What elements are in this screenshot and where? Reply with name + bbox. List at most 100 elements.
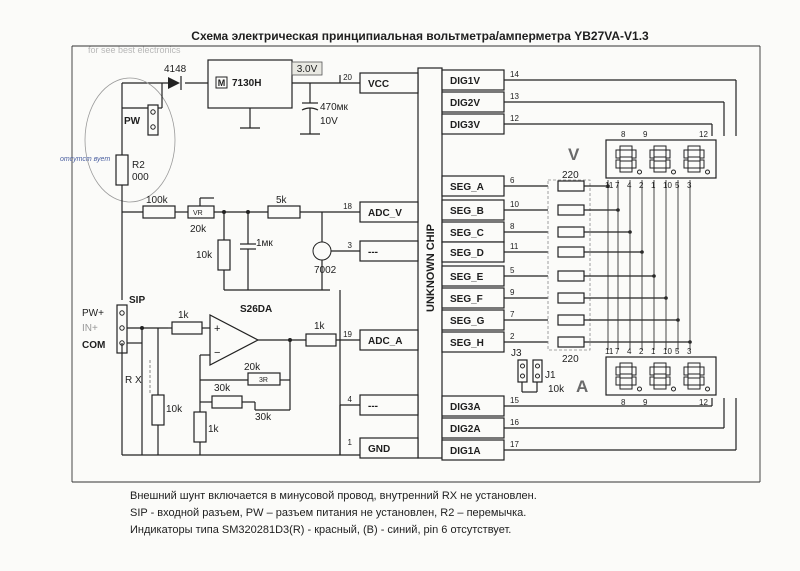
note-line-3: Индикаторы типа SM320281D3(R) - красный,…	[130, 524, 511, 536]
resistor-10k-j-label: 10k	[548, 384, 565, 395]
display-pin-number: 10	[663, 181, 672, 190]
chip-right-pins: DIG1V14DIG2V13DIG3V12SEG_A6SEG_B10SEG_C8…	[441, 69, 548, 461]
segment-g	[653, 156, 667, 162]
cap-value: 470мк	[320, 102, 349, 113]
chip-pin-label: ADC_A	[368, 336, 402, 347]
chip-pin-number: 15	[510, 396, 519, 405]
chip-pin-label: VCC	[368, 79, 389, 90]
pw-plus-label: PW+	[82, 308, 104, 319]
chip-pin-seg-h: SEG_H2	[441, 331, 548, 353]
display-pin-number: 11	[605, 347, 614, 356]
segment-e	[649, 159, 655, 169]
segment-e	[683, 376, 689, 386]
resistor-1k-gnd	[193, 411, 207, 443]
resistor-10k-a	[151, 394, 165, 426]
segment-e	[649, 376, 655, 386]
display-pin-number: 9	[643, 398, 648, 407]
j3-label: J3	[511, 348, 522, 359]
regulator-logo: M	[218, 78, 226, 88]
segment-c	[699, 376, 705, 386]
chip-pin-label: DIG3A	[450, 402, 481, 413]
segment-d	[619, 384, 633, 390]
display-pin-number: 8	[621, 398, 626, 407]
jumper-section: J3 J1 10k	[511, 348, 565, 395]
feedback-20k-label: 20k	[244, 362, 261, 373]
display-pin-number: 7	[615, 181, 620, 190]
chip-pin-seg-f: SEG_F9	[441, 287, 548, 309]
in-plus-label: IN+	[82, 323, 98, 334]
opamp-label: S26DA	[240, 304, 272, 315]
trimmer-label: VR	[193, 210, 203, 217]
segment-b	[699, 366, 705, 376]
chip-pin-number: 3	[348, 241, 353, 250]
chip-pin-adc-a-19: ADC_A19	[343, 329, 419, 351]
segment-e	[615, 376, 621, 386]
chip-pin-number: 20	[343, 73, 352, 82]
feedback-3r	[247, 372, 281, 386]
segment-resistor-220	[557, 246, 585, 258]
segment-a	[653, 145, 667, 151]
diode-label: 4148	[164, 64, 187, 75]
segment-resistor-array: 220 220	[547, 170, 692, 365]
segment-e	[615, 159, 621, 169]
resistor-1k-gnd-label: 1k	[208, 424, 220, 435]
vout-label: 3.0V	[297, 64, 318, 75]
display-v-label: V	[568, 145, 580, 164]
chip-pin-label: ---	[368, 247, 378, 258]
segment-resistor-220	[557, 314, 585, 326]
jumper-j3	[517, 359, 528, 383]
segment-e	[683, 159, 689, 169]
chip-pin-number: 12	[510, 114, 519, 123]
r2-resistor	[115, 154, 129, 186]
chip-pin-label: SEG_F	[450, 294, 483, 305]
chip-pin-seg-c: SEG_C8	[441, 221, 548, 243]
display-a-label: A	[576, 377, 588, 396]
chip-pin-number: 7	[510, 310, 515, 319]
chip-pin-seg-g: SEG_G7	[441, 309, 548, 331]
display-pin-number: 8	[621, 130, 626, 139]
segment-dp	[671, 169, 676, 175]
segment-c	[699, 159, 705, 169]
display-pin-number: 3	[687, 181, 692, 190]
segment-a	[687, 145, 701, 151]
segment-f	[649, 149, 655, 159]
regulator-logo-icon	[215, 76, 228, 89]
segment-resistor-220	[557, 180, 585, 192]
digit-wiring	[548, 79, 737, 451]
resistor-100k-label: 100k	[146, 195, 169, 206]
chip-pin-number: 4	[348, 395, 353, 404]
watermark-text: for see best electronics	[88, 45, 181, 55]
sip-label: SIP	[129, 295, 145, 306]
segment-a	[687, 362, 701, 368]
note-line-1: Внешний шунт включается в минусовой пров…	[130, 490, 537, 502]
opamp-s26da	[209, 314, 260, 366]
chip-pin-seg-d: SEG_D11	[441, 241, 548, 263]
segment-resistor-220	[557, 204, 585, 216]
chip-pin-label: SEG_A	[450, 182, 484, 193]
segment-a	[619, 362, 633, 368]
chip-pin-number: 14	[510, 70, 519, 79]
chip-pin-number: 8	[510, 222, 515, 231]
segment-resistor-220	[557, 226, 585, 238]
chip-pin-label: SEG_H	[450, 338, 484, 349]
chip-pin-seg-a: SEG_A6	[441, 175, 548, 197]
segment-f	[615, 149, 621, 159]
chip-pin-number: 16	[510, 418, 519, 427]
segment-d	[619, 167, 633, 173]
note-line-2: SIP - входной разъем, PW – разъем питани…	[130, 507, 526, 519]
segment-b	[699, 149, 705, 159]
chip-pin-label: SEG_B	[450, 206, 484, 217]
transistor-7002-icon	[312, 241, 332, 261]
cap-voltage: 10V	[320, 116, 338, 127]
chip-pin-number: 17	[510, 440, 519, 449]
feedback-30k-b-label: 30k	[255, 412, 272, 423]
pw-highlight-circle	[84, 77, 176, 203]
chip: UNKNOWN CHIP VCC20ADC_V18---3ADC_A19---4…	[343, 67, 548, 461]
rx-label: R X	[125, 375, 142, 386]
